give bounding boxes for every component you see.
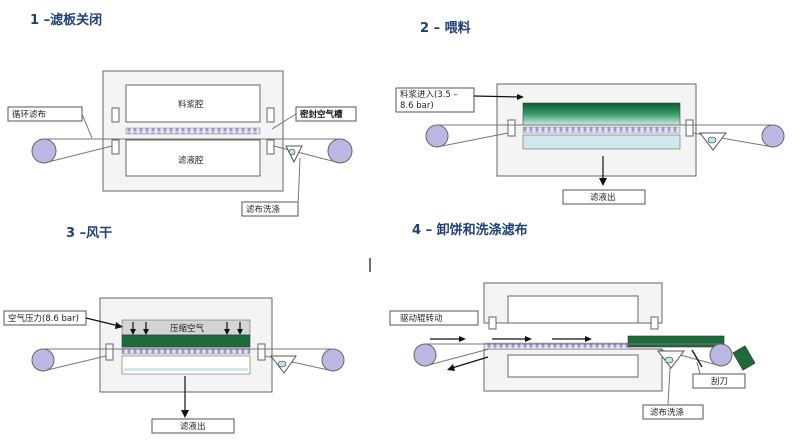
arrow-right-icon [517, 94, 524, 100]
compressed-air-label: 压缩空气 [170, 323, 205, 334]
wash-nozzle-icon [664, 356, 674, 364]
filtrate-chamber [507, 354, 639, 378]
filtrate-chamber [125, 139, 261, 177]
filter-cloth [125, 127, 261, 135]
scraper-label-box [692, 373, 746, 389]
arrow-right-icon [85, 317, 120, 327]
arrow-right-icon [115, 322, 123, 329]
wash-nozzle-icon [288, 148, 296, 156]
slurry-cake [522, 102, 681, 126]
cloth-loop [42, 355, 107, 372]
side-block [507, 119, 516, 137]
side-block [111, 139, 120, 155]
cloth-loop [436, 132, 509, 148]
filtrate-out-label-box [562, 189, 646, 205]
wash-nozzle-icon [277, 360, 287, 368]
slurry-in-label: 料浆进入(3.5 – 8.6 bar) [400, 89, 461, 111]
cloth-wash-label-box [241, 201, 299, 217]
seal-groove-label: 密封空气槽 [299, 109, 343, 120]
slurry-in-label-box [395, 87, 475, 113]
arrow-down-icon [181, 410, 189, 418]
roller-left [413, 343, 437, 367]
filtrate-out-label: 滤液出 [590, 192, 616, 203]
panel-2: 2 – 喂料 料浆进入(3.5 – 8.6 bar) 滤液出 [395, 20, 785, 205]
dried-cake [121, 334, 251, 348]
filtrate-chamber [121, 355, 251, 375]
side-block [650, 316, 659, 330]
panel-4-title: 4 – 卸饼和洗涤滤布 [412, 222, 528, 238]
filtrate-out-label: 滤液出 [180, 421, 206, 432]
side-block [266, 107, 275, 123]
filtrate-chamber-label: 滤液腔 [178, 155, 204, 166]
roller-right [709, 343, 733, 367]
slurry-chamber [125, 84, 261, 123]
discharged-cake [627, 335, 725, 348]
arrow-right-icon [430, 336, 592, 342]
roller-left [425, 124, 449, 148]
arrow-left-icon [451, 356, 489, 369]
arrow-left-icon [447, 364, 455, 371]
arrow-down-icon [130, 322, 243, 335]
leader-line [81, 113, 93, 139]
filter-cloth [121, 347, 251, 355]
panel-4: 4 – 卸饼和洗涤滤布 驱动辊转动 [389, 222, 756, 420]
scraper-blade [691, 349, 703, 368]
scraper-label: 刮刀 [711, 376, 728, 387]
loop-cloth-label: 循环滤布 [12, 109, 46, 120]
leader-line [297, 157, 301, 207]
filtrate-layer [522, 134, 681, 150]
filter-cloth [522, 126, 681, 134]
roller-left [31, 348, 55, 372]
slurry-in-label-line: 料浆进入(3.5 – [400, 89, 458, 100]
filtrate-layer [124, 368, 248, 371]
panel-3: 3 –风干 压缩空气 空气压力(8.6 bar) 滤液出 [3, 226, 345, 434]
filtrate-out-label-box [151, 418, 235, 434]
slurry-in-label-line: 8.6 bar) [400, 101, 434, 111]
leader-line [271, 113, 297, 130]
roller-right [761, 124, 785, 148]
wash-nozzle-icon [707, 136, 717, 144]
cloth-wash-label: 滤布洗涤 [650, 407, 685, 418]
side-block [257, 343, 266, 361]
drive-roller-label-box [389, 310, 479, 326]
cloth-loop [273, 145, 341, 164]
cloth-loop [424, 348, 490, 367]
falling-cake [732, 345, 756, 371]
panel-1-title: 1 –滤板关闭 [30, 12, 102, 28]
roller-right [321, 348, 345, 372]
side-block [105, 343, 114, 361]
side-block [488, 316, 497, 330]
slurry-chamber-label: 料浆腔 [178, 99, 204, 110]
panel-1: 1 –滤板关闭 料浆腔 滤液腔 循环滤布 密封空气槽 滤布洗涤 [7, 12, 357, 217]
arrow-down-icon [599, 178, 607, 186]
panel-2-title: 2 – 喂料 [420, 20, 471, 36]
arrow-right-icon [473, 95, 521, 98]
side-block [685, 119, 694, 137]
leader-line [667, 367, 671, 406]
slurry-chamber [507, 295, 639, 324]
drive-roller-label: 驱动辊转动 [400, 313, 443, 324]
cloth-wash-label-box [642, 404, 704, 420]
leader-line [696, 361, 701, 375]
roller-left [31, 138, 57, 164]
panel-3-title: 3 –风干 [66, 226, 112, 241]
cloth-loop [43, 145, 113, 164]
cloth-wash-label: 滤布洗涤 [246, 204, 281, 215]
side-block [266, 139, 275, 155]
air-pressure-label: 空气压力(8.6 bar) [8, 313, 79, 324]
roller-right [327, 138, 353, 164]
side-block [111, 107, 120, 123]
